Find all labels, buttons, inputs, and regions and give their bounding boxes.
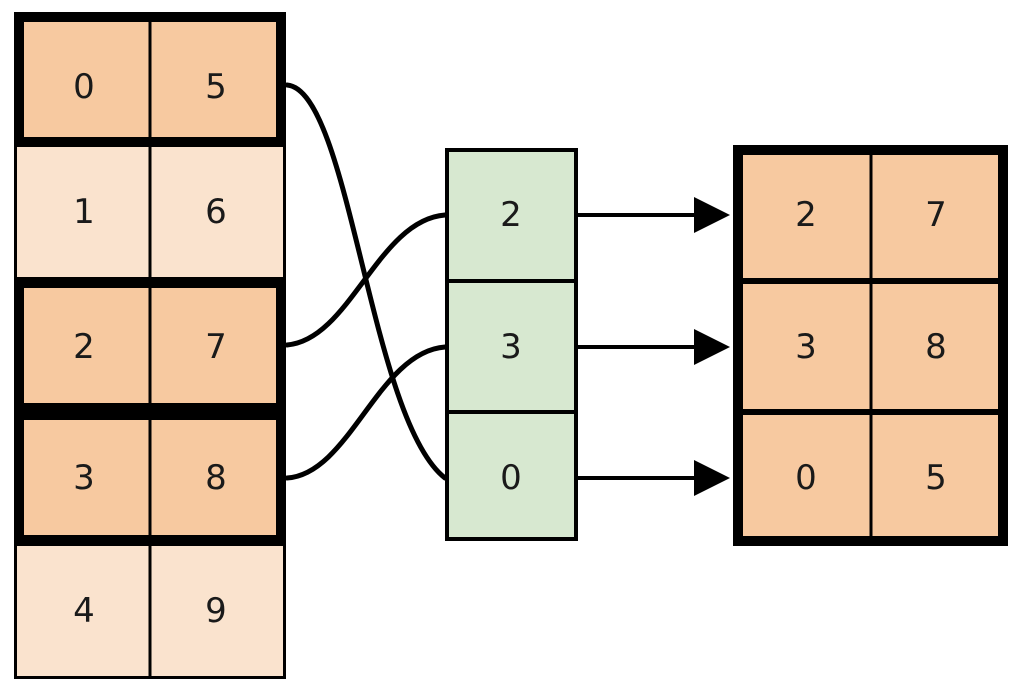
result-row-0[interactable]: 2 7 [795,195,947,235]
index-cell-2[interactable]: 0 [500,458,522,498]
index-cell-2-value: 0 [500,458,522,498]
source-cell-0-0: 0 [73,67,95,107]
source-cell-0-1: 5 [205,67,227,107]
result-cell-1-0: 3 [795,327,817,367]
source-array: 0 5 1 6 2 7 3 8 [14,12,286,679]
curve-row2-to-index0 [284,212,448,348]
index-array: 2 3 0 [445,148,578,541]
source-cell-4-0: 4 [73,591,95,631]
curve-row0-to-index2 [284,82,448,481]
result-cell-2-1: 5 [925,458,947,498]
index-array-outline [445,148,578,541]
index-cell-1-value: 3 [500,327,522,367]
source-row-2[interactable]: 2 7 [14,278,286,413]
source-cell-4-1: 9 [205,591,227,631]
result-cell-2-0: 0 [795,458,817,498]
index-cell-1[interactable]: 3 [500,327,522,367]
source-row-0[interactable]: 0 5 [14,12,286,147]
index-cell-0[interactable]: 2 [500,195,522,235]
index-cell-0-value: 2 [500,195,522,235]
result-arrows [578,197,730,496]
source-row-3[interactable]: 3 8 [14,410,286,545]
result-array: 2 7 3 8 0 5 [733,145,1008,546]
source-cell-2-1: 7 [205,327,227,367]
result-row-1[interactable]: 3 8 [795,327,947,367]
source-cell-1-0: 1 [73,192,95,232]
source-cell-1-1: 6 [205,192,227,232]
result-cell-0-1: 7 [925,195,947,235]
curve-row3-to-index1 [284,344,448,481]
source-cell-3-0: 3 [73,458,95,498]
source-row-4[interactable]: 4 9 [14,543,286,679]
result-row-2[interactable]: 0 5 [795,458,947,498]
source-cell-3-1: 8 [205,458,227,498]
result-cell-1-1: 8 [925,327,947,367]
curve-connectors [284,82,448,481]
source-cell-2-0: 2 [73,327,95,367]
result-cell-0-0: 2 [795,195,817,235]
source-row-1[interactable]: 1 6 [14,144,286,280]
